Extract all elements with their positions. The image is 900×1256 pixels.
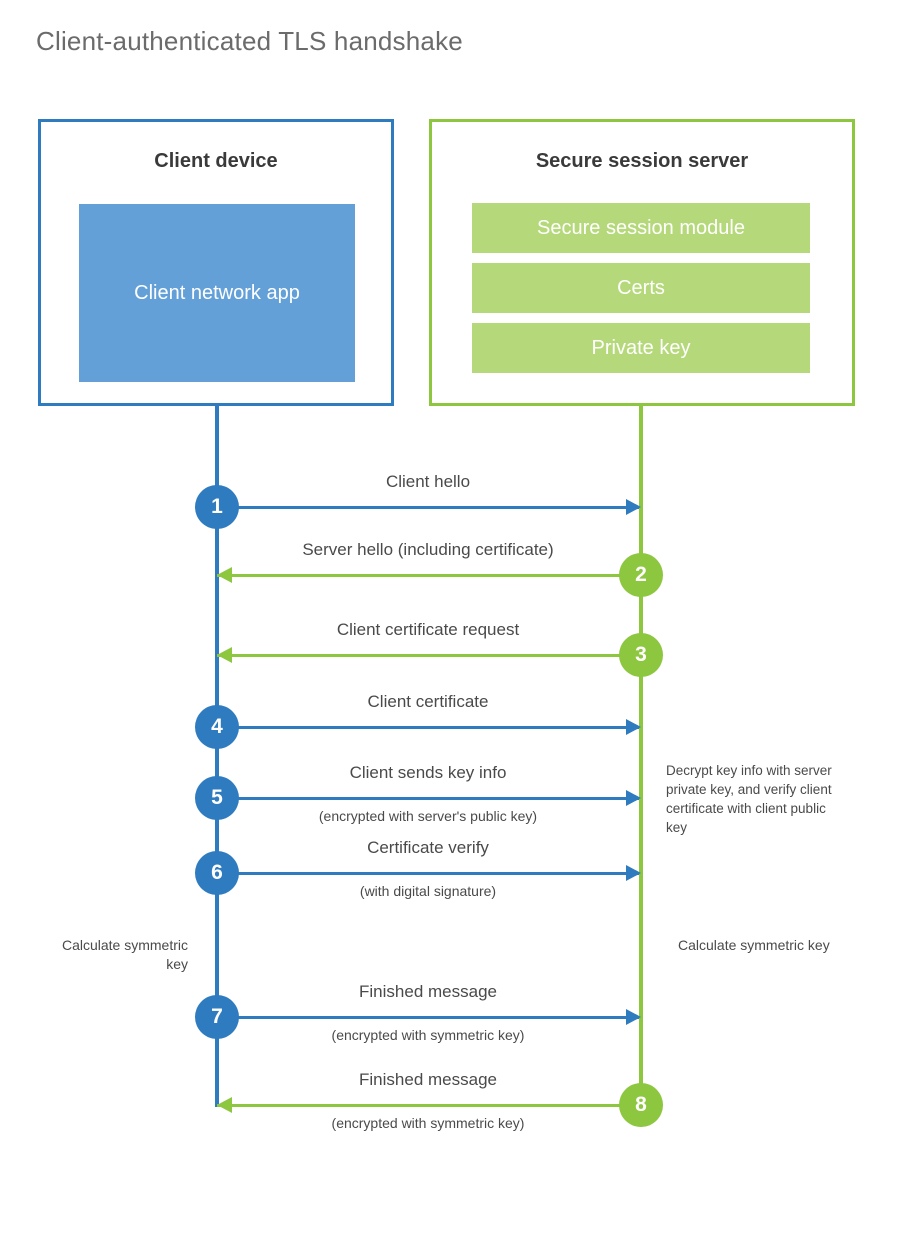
step-4-arrow-shaft [217, 726, 639, 729]
step-number-label: 7 [211, 1005, 223, 1028]
step-2-arrowhead-icon [217, 567, 232, 583]
step-7-arrow-shaft [217, 1016, 639, 1019]
step-3-arrowhead-icon [217, 647, 232, 663]
step-7-message-label: Finished message [359, 982, 497, 1001]
step-1-arrow-shaft [217, 506, 639, 509]
step-number-label: 8 [635, 1093, 647, 1116]
step-number-label: 5 [211, 786, 223, 809]
step-8-arrowhead-icon [217, 1097, 232, 1113]
step-5-message-label: Client sends key info [349, 763, 507, 782]
note-client-calculate-symmetric-key: Calculate symmetric key [61, 937, 188, 972]
client-device-box: Client device Client network app [38, 119, 394, 406]
step-7-message-sublabel: (encrypted with symmetric key) [331, 1027, 525, 1043]
step-number-label: 6 [211, 861, 223, 884]
step-8-arrow-shaft [217, 1104, 639, 1107]
client-lifeline [215, 403, 219, 1107]
step-6-message-sublabel: (with digital signature) [359, 883, 497, 899]
step-6-arrow-shaft [217, 872, 639, 875]
step-1-message-label: Client hello [385, 472, 471, 491]
step-6-message-label: Certificate verify [367, 838, 489, 857]
step-number-label: 2 [635, 563, 647, 586]
server-block-secure-session-module: Secure session module [472, 203, 810, 253]
step-number-label: 1 [211, 495, 223, 518]
step-number-badge-2: 2 [619, 553, 663, 597]
step-3-message-label: Client certificate request [336, 620, 520, 639]
secure-session-server-title: Secure session server [535, 150, 749, 172]
step-5-arrowhead-icon [626, 790, 641, 806]
server-block-private-key: Private key [472, 323, 810, 373]
step-1-arrowhead-icon [626, 499, 641, 515]
step-number-label: 4 [211, 715, 223, 738]
step-4-arrowhead-icon [626, 719, 641, 735]
server-lifeline [639, 403, 643, 1107]
step-number-label: 3 [635, 643, 647, 666]
step-2-message-label: Server hello (including certificate) [302, 540, 554, 559]
step-6-arrowhead-icon [626, 865, 641, 881]
step-3-arrow-shaft [217, 654, 639, 657]
step-2-arrow-shaft [217, 574, 639, 577]
step-5-arrow-shaft [217, 797, 639, 800]
server-block-certs: Certs [472, 263, 810, 313]
step-8-message-label: Finished message [359, 1070, 497, 1089]
step-7-arrowhead-icon [626, 1009, 641, 1025]
step-number-badge-3: 3 [619, 633, 663, 677]
client-network-app-block: Client network app [79, 204, 355, 382]
step-number-badge-1: 1 [195, 485, 239, 529]
step-number-badge-7: 7 [195, 995, 239, 1039]
step-4-message-label: Client certificate [367, 692, 489, 711]
note-server-decrypt: Decrypt key info with server private key… [666, 763, 832, 835]
note-server-calculate-symmetric-key: Calculate symmetric key [678, 937, 830, 953]
step-number-badge-6: 6 [195, 851, 239, 895]
step-8-message-sublabel: (encrypted with symmetric key) [331, 1115, 525, 1131]
client-device-title: Client device [154, 150, 278, 172]
step-5-message-sublabel: (encrypted with server's public key) [318, 808, 538, 824]
step-number-badge-8: 8 [619, 1083, 663, 1127]
page-title: Client-authenticated TLS handshake [36, 26, 463, 56]
step-number-badge-5: 5 [195, 776, 239, 820]
step-number-badge-4: 4 [195, 705, 239, 749]
